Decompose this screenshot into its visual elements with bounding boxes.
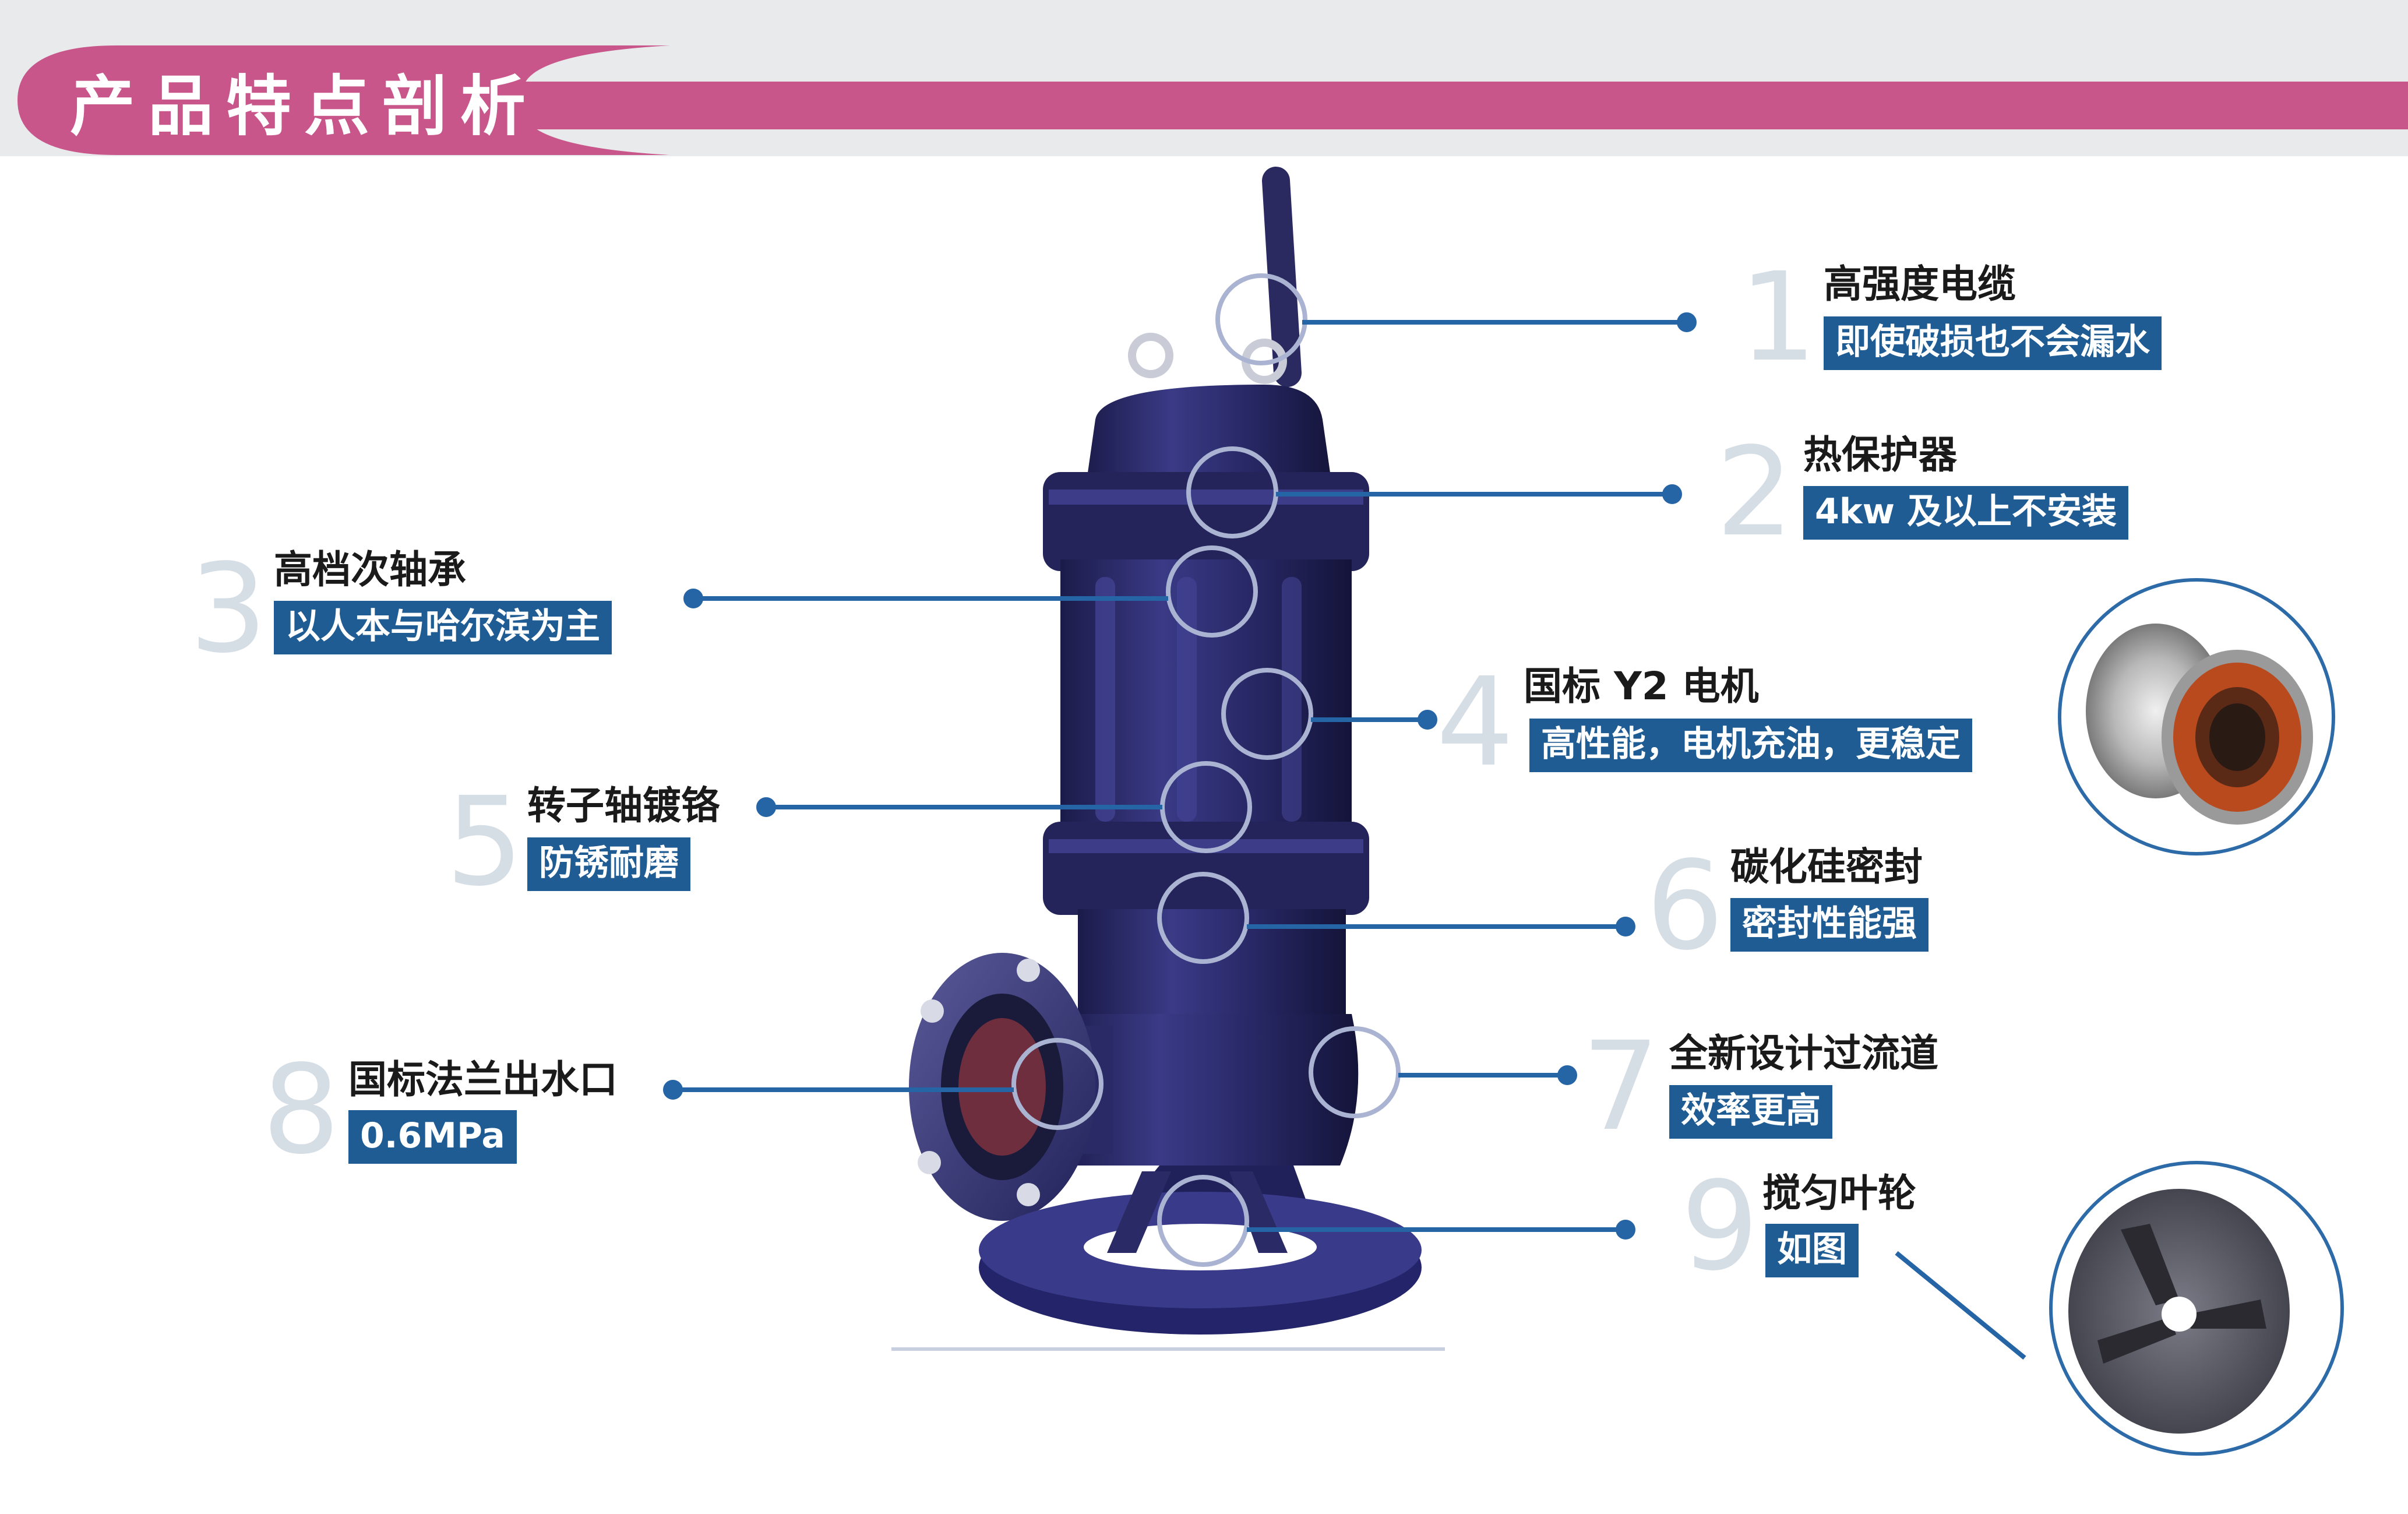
banner-tab xyxy=(17,45,670,155)
feature-title: 高档次轴承 xyxy=(274,547,466,592)
feature-title: 转子轴镀铬 xyxy=(527,783,720,828)
feature-number: 5 xyxy=(446,770,524,913)
feature-detail: 即使破损也不会漏水 xyxy=(1824,316,2162,370)
feature-number: 1 xyxy=(1739,246,1817,389)
impeller-inset xyxy=(2049,1161,2344,1456)
feature-number: 7 xyxy=(1582,1015,1660,1158)
feature-detail: 高性能，电机充油，更稳定 xyxy=(1529,719,1972,772)
feature-number: 4 xyxy=(1436,651,1514,794)
banner-title: 产品特点剖析 xyxy=(70,68,538,145)
feature-title: 碳化硅密封 xyxy=(1730,844,1923,889)
feature-detail: 4kw 及以上不安装 xyxy=(1803,486,2128,540)
marker-circles xyxy=(1011,273,1401,1267)
feature-detail: 效率更高 xyxy=(1669,1085,1832,1139)
pump-illustration xyxy=(891,167,1445,1351)
feature-title: 高强度电缆 xyxy=(1824,262,2016,307)
feature-title: 热保护器 xyxy=(1803,432,1957,477)
feature-detail: 密封性能强 xyxy=(1730,898,1928,952)
banner-bar xyxy=(495,82,2408,129)
feature-detail: 防锈耐磨 xyxy=(527,837,690,891)
feature-title: 国标法兰出水口 xyxy=(348,1057,618,1102)
feature-title: 国标 Y2 电机 xyxy=(1524,664,1759,709)
feature-detail: 如图 xyxy=(1765,1224,1859,1277)
feature-title: 全新设计过流道 xyxy=(1669,1031,1938,1076)
feature-number: 9 xyxy=(1681,1155,1759,1298)
leader-lines xyxy=(663,312,2026,1360)
feature-number: 3 xyxy=(189,537,267,680)
feature-number: 8 xyxy=(262,1038,340,1181)
feature-detail: 以人本与哈尔滨为主 xyxy=(274,601,612,654)
feature-title: 搅匀叶轮 xyxy=(1762,1171,1916,1216)
feature-number: 6 xyxy=(1646,835,1724,977)
motor-stator-inset xyxy=(2058,578,2335,855)
feature-detail: 0.6MPa xyxy=(348,1110,517,1164)
feature-number: 2 xyxy=(1716,421,1794,564)
